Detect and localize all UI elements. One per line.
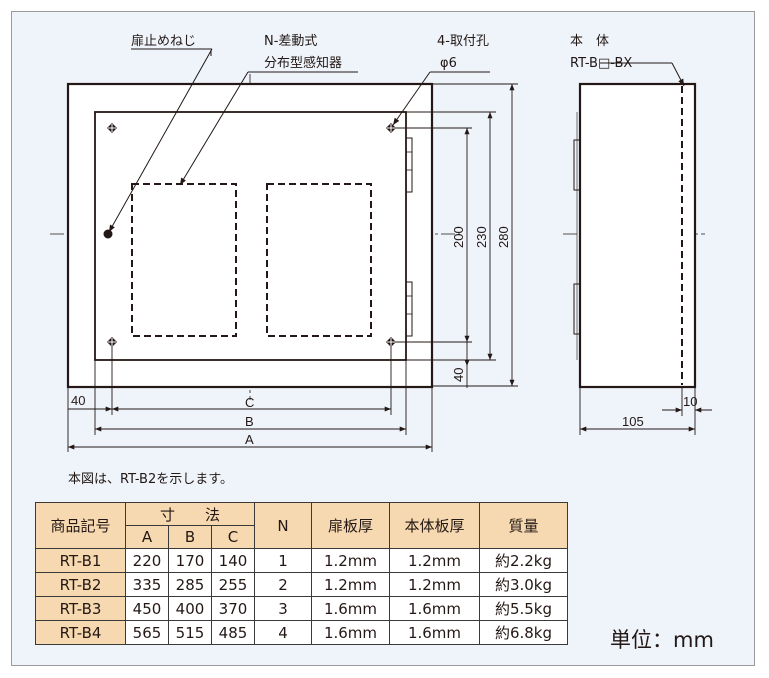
header-b: B — [168, 525, 212, 549]
leader-sensor — [179, 71, 249, 186]
header-a: A — [125, 525, 169, 549]
vertical-dimension-lines — [396, 83, 518, 388]
dim-A: A — [245, 432, 254, 447]
header-model: 商品記号 — [35, 502, 126, 549]
dim-C: C — [245, 395, 254, 410]
cell-mass: 約2.2kg — [479, 548, 568, 573]
label-mount-holes-line2: φ6 — [440, 56, 457, 71]
label-sensor-line2: 分布型感知器 — [264, 55, 342, 71]
label-door-stop-screw: 扉止めねじ — [131, 33, 196, 49]
cell-c: 370 — [211, 596, 255, 621]
hinge-bottom — [405, 281, 413, 337]
cell-door-thickness: 1.2mm — [311, 572, 390, 597]
dim-230: 230 — [474, 226, 489, 248]
side-dimension-lines — [579, 387, 712, 435]
sensor-area-1 — [131, 183, 237, 337]
cell-n: 2 — [254, 572, 312, 597]
cell-a: 565 — [125, 620, 169, 645]
table-row: RT-B1 220 170 140 1 1.2mm 1.2mm 約2.2kg — [35, 548, 568, 573]
cell-model: RT-B2 — [35, 572, 126, 597]
cell-door-thickness: 1.2mm — [311, 548, 390, 573]
spec-table: 商品記号 寸 法 N 扉板厚 本体板厚 質量 A B C RT-B1 220 1… — [35, 502, 568, 645]
sensor-area-2 — [266, 183, 372, 337]
cell-body-thickness: 1.2mm — [389, 548, 480, 573]
cell-door-thickness: 1.6mm — [311, 620, 390, 645]
label-mount-holes-line1: 4-取付孔 — [437, 34, 489, 49]
cell-a: 220 — [125, 548, 169, 573]
header-n: N — [254, 502, 312, 549]
front-door-panel — [94, 111, 407, 361]
table-row: RT-B4 565 515 485 4 1.6mm 1.6mm 約6.8kg — [35, 620, 568, 645]
cell-door-thickness: 1.6mm — [311, 596, 390, 621]
cell-mass: 約5.5kg — [479, 596, 568, 621]
cell-b: 400 — [168, 596, 212, 621]
cell-b: 515 — [168, 620, 212, 645]
cell-body-thickness: 1.2mm — [389, 572, 480, 597]
cell-a: 450 — [125, 596, 169, 621]
header-body-thickness: 本体板厚 — [389, 502, 480, 549]
cell-b: 285 — [168, 572, 212, 597]
cell-body-thickness: 1.6mm — [389, 620, 480, 645]
cell-mass: 約3.0kg — [479, 572, 568, 597]
table-row: RT-B3 450 400 370 3 1.6mm 1.6mm 約5.5kg — [35, 596, 568, 621]
cell-a: 335 — [125, 572, 169, 597]
dim-10: 10 — [683, 394, 697, 409]
cell-b: 170 — [168, 548, 212, 573]
dim-105: 105 — [622, 414, 644, 429]
figure-note: 本図は、RT-B2を示します。 — [68, 472, 233, 487]
dim-40-left: 40 — [71, 393, 85, 408]
leader-mount-hole — [392, 71, 431, 126]
cell-n: 4 — [254, 620, 312, 645]
leader-door-stop — [108, 48, 213, 233]
cell-body-thickness: 1.6mm — [389, 596, 480, 621]
label-sensor-line1: N-差動式 — [264, 34, 317, 49]
header-c: C — [211, 525, 255, 549]
header-mass: 質量 — [479, 502, 568, 549]
dim-280: 280 — [496, 226, 511, 248]
cell-mass: 約6.8kg — [479, 620, 568, 645]
dim-40-right: 40 — [451, 368, 466, 382]
side-view-body — [578, 82, 697, 389]
cell-model: RT-B3 — [35, 596, 126, 621]
label-body-line2: RT-B□-BX — [570, 56, 632, 71]
cell-n: 3 — [254, 596, 312, 621]
label-body-line1: 本 体 — [570, 34, 609, 49]
cell-c: 255 — [211, 572, 255, 597]
cell-model: RT-B4 — [35, 620, 126, 645]
header-dimensions: 寸 法 — [125, 502, 255, 526]
leader-body — [671, 62, 685, 87]
cell-model: RT-B1 — [35, 548, 126, 573]
dim-200: 200 — [451, 226, 466, 248]
table-row: RT-B2 335 285 255 2 1.2mm 1.2mm 約3.0kg — [35, 572, 568, 597]
dim-B: B — [245, 414, 254, 429]
unit-label: 単位：mm — [610, 628, 714, 652]
cell-c: 140 — [211, 548, 255, 573]
hinge-top — [405, 137, 413, 193]
horizontal-dimension-lines — [67, 347, 433, 452]
cell-n: 1 — [254, 548, 312, 573]
cell-c: 485 — [211, 620, 255, 645]
header-door-thickness: 扉板厚 — [311, 502, 390, 549]
door-stop-screw — [103, 229, 113, 239]
